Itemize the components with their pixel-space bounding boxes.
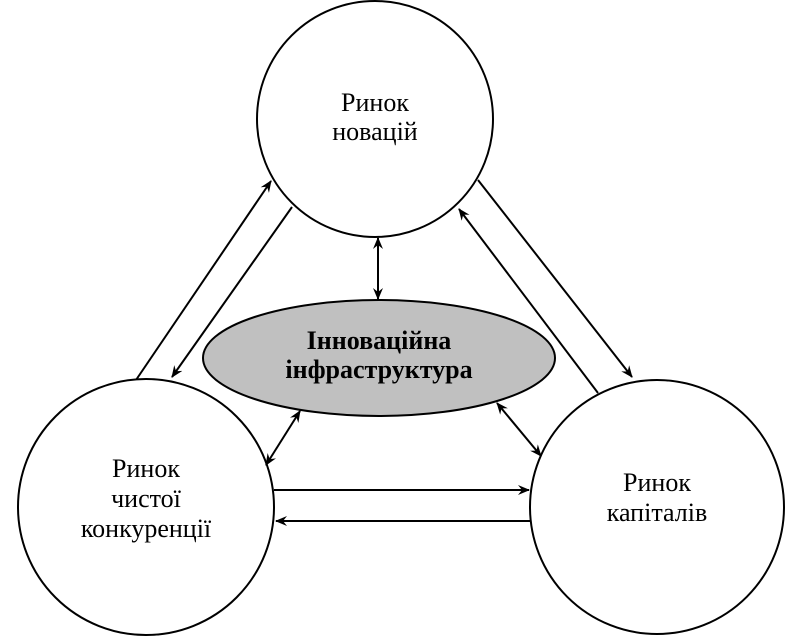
node-competition-label-2: чистої <box>111 484 182 513</box>
node-innovation-infrastructure: Інноваційна інфраструктура <box>202 299 556 417</box>
double-arrow-right-hub <box>496 402 542 457</box>
node-capital-market: Ринок капіталів <box>529 379 785 635</box>
node-infrastructure-label-1: Інноваційна <box>307 326 452 355</box>
arrow-top-to-right <box>477 179 633 378</box>
node-innovation-label-1: Ринок <box>341 88 409 117</box>
node-competition-label-1: Ринок <box>112 454 180 483</box>
arrow-top-to-left <box>171 206 293 378</box>
arrow-left-to-top <box>135 180 272 381</box>
double-arrow-left-hub <box>265 410 301 466</box>
node-competition-market: Ринок чистої конкуренції <box>17 378 275 636</box>
node-capital-label-2: капіталів <box>607 498 708 527</box>
node-capital-label-1: Ринок <box>623 468 691 497</box>
node-competition-label-3: конкуренції <box>81 514 212 543</box>
node-innovation-market: Ринок новацій <box>256 0 494 238</box>
arrow-right-to-top <box>458 208 599 394</box>
node-innovation-label-2: новацій <box>332 117 418 146</box>
node-infrastructure-label-2: інфраструктура <box>285 355 472 384</box>
